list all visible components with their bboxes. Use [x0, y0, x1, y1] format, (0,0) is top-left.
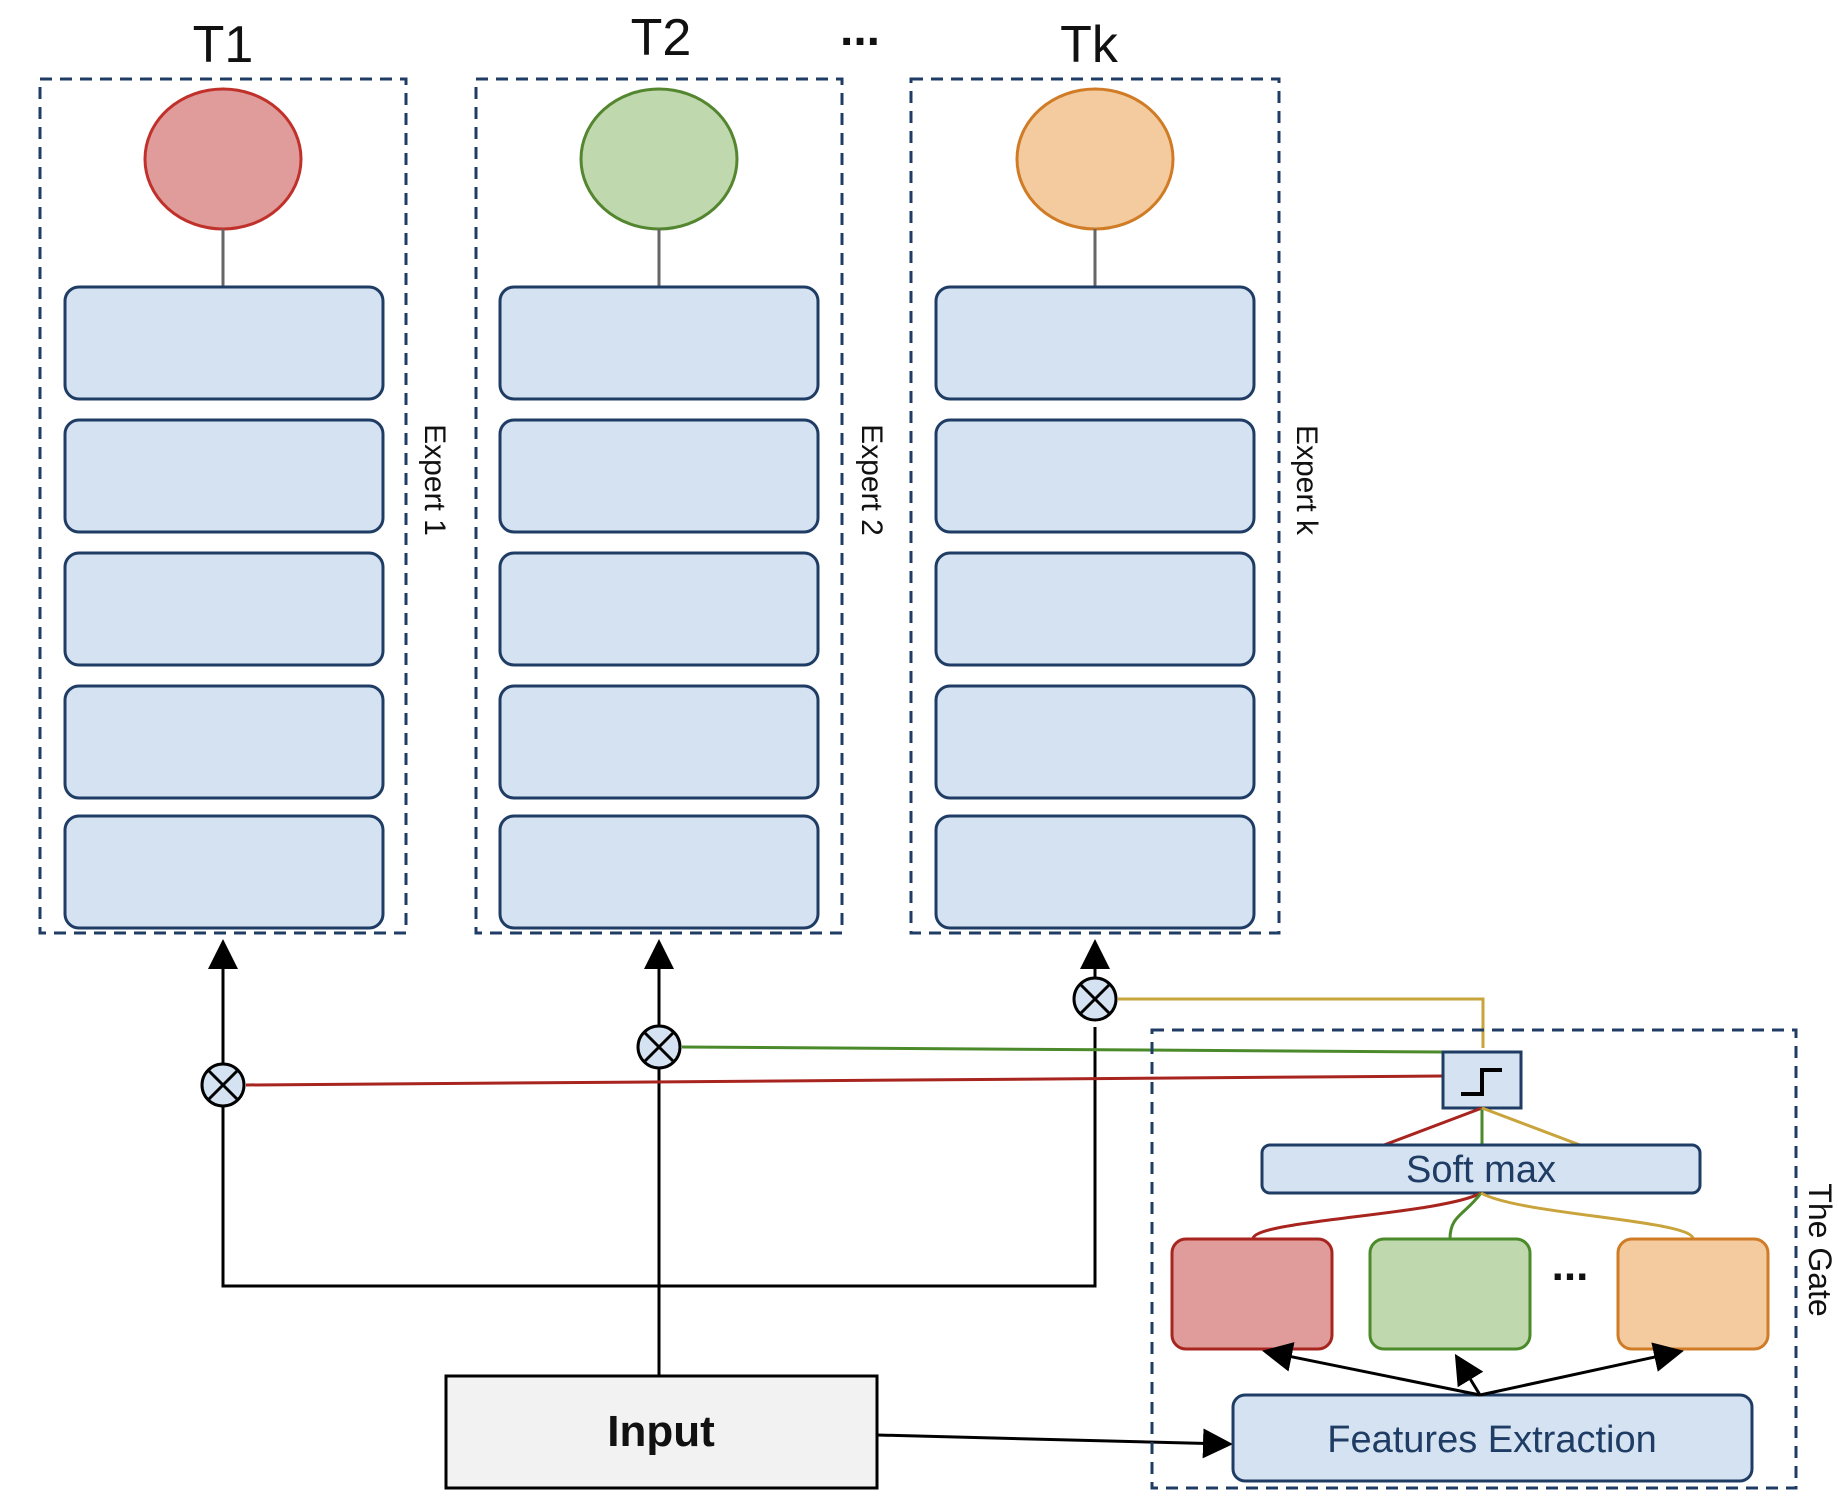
expert-1-layer-1: [63, 285, 385, 401]
features-extraction-label: Features Extraction: [1327, 1419, 1656, 1461]
gate-network-2: [1368, 1237, 1532, 1351]
input-to-features-arrow: [876, 1428, 1233, 1459]
expert-2-layer-3: [498, 551, 820, 667]
task-k-label: Tk: [1060, 16, 1119, 74]
expert-k-layer-3: [934, 551, 1256, 667]
task-1-label: T1: [193, 16, 254, 74]
gate-curve-gold: [1480, 1191, 1695, 1240]
features-extraction-box: [1231, 1393, 1754, 1483]
gate-label: The Gate: [1802, 1183, 1838, 1316]
expert-k-layer-2: [934, 418, 1256, 534]
gate-ellipsis: ...: [1552, 1241, 1589, 1290]
expert-1-label: Expert 1: [418, 424, 451, 536]
step-function-icon: [1461, 1068, 1502, 1096]
expert-1: T1 Expert 1: [38, 16, 451, 935]
multiply-node-1: [200, 1062, 246, 1108]
expert-1-frame: [38, 77, 408, 935]
input-routing: [208, 939, 1233, 1459]
input-label: Input: [607, 1407, 715, 1456]
softmax-to-selector-red: [1383, 1106, 1483, 1147]
expert-2: T2 Expert 2: [474, 9, 888, 935]
softmax-label: Soft max: [1406, 1149, 1556, 1191]
experts-ellipsis: ...: [840, 3, 880, 56]
gate-line-gold: [1118, 997, 1485, 1048]
expert-2-layer-4: [498, 684, 820, 800]
task-k-output-node: [1015, 87, 1175, 231]
gate: The Gate Soft max ... Features Extractio…: [1150, 1028, 1838, 1490]
features-to-gate-2-arrow: [1454, 1353, 1484, 1396]
expert-2-label: Expert 2: [855, 424, 888, 536]
expert-2-layer-2: [498, 418, 820, 534]
input-block: Input: [444, 1374, 879, 1490]
task-2-output-node: [579, 87, 739, 231]
features-to-gate-k-arrow: [1479, 1342, 1684, 1397]
multiply-node-k: [1072, 976, 1118, 1022]
expert-k-layer-5: [934, 814, 1256, 930]
gate-weight-lines: [245, 997, 1485, 1087]
expert-k-label: Expert k: [1290, 425, 1323, 536]
expert-1-layer-3: [63, 551, 385, 667]
expert-2-frame: [474, 77, 844, 935]
multiply-node-2: [636, 1024, 682, 1070]
task-1-output-node: [143, 87, 303, 231]
expert-2-layer-1: [498, 285, 820, 401]
expert-k-layer-1: [934, 285, 1256, 401]
gate-network-1: [1170, 1237, 1334, 1351]
expert-k-frame: [909, 77, 1281, 935]
gate-frame: [1150, 1028, 1798, 1490]
task-2-label: T2: [631, 9, 692, 67]
expert-k: Tk Expert k: [909, 16, 1323, 935]
expert-1-layer-5: [63, 814, 385, 930]
gate-network-k: [1616, 1237, 1770, 1351]
input-box: [444, 1374, 879, 1490]
expert-k-layer-4: [934, 684, 1256, 800]
gate-curve-red: [1251, 1191, 1482, 1240]
gate-curve-green: [1448, 1192, 1483, 1240]
gate-line-green: [681, 1045, 1444, 1054]
expert-2-layer-5: [498, 814, 820, 930]
gate-line-red: [245, 1074, 1444, 1087]
softmax-to-selector-gold: [1481, 1106, 1581, 1147]
expert-1-layer-2: [63, 418, 385, 534]
features-to-gate-1-arrow: [1262, 1342, 1481, 1397]
expert-1-layer-4: [63, 684, 385, 800]
